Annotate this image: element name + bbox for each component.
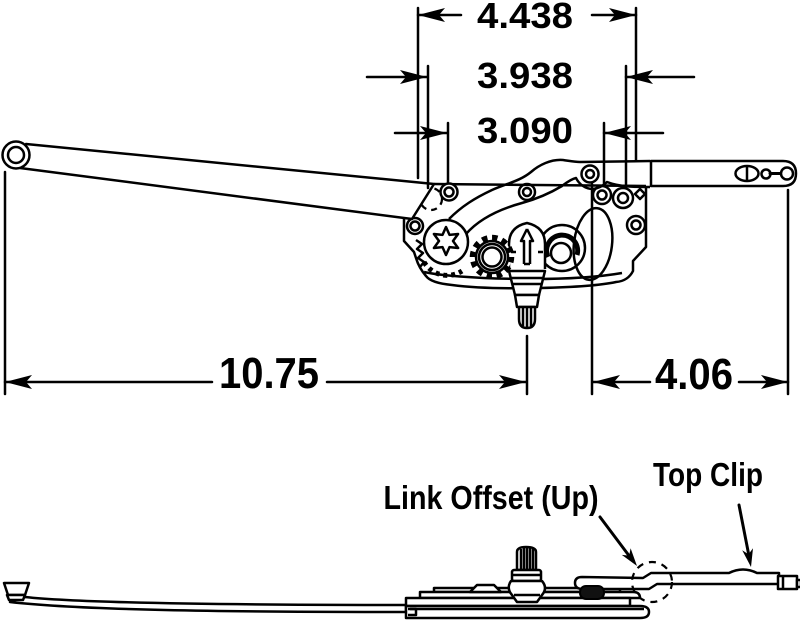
dim-value-3938: 3.938 <box>477 55 573 96</box>
callout-link-offset: Link Offset (Up) <box>384 479 637 566</box>
operator-arm <box>422 158 651 266</box>
arrowhead <box>5 375 32 389</box>
dim-value-406: 4.06 <box>655 350 733 399</box>
dim-value-3090: 3.090 <box>477 110 573 151</box>
housing-outline <box>402 186 648 290</box>
arrowhead <box>604 126 631 140</box>
side-view-operator: Link Offset (Up) Top Clip <box>2 456 800 620</box>
screw-hole-upper <box>439 182 459 202</box>
extension-lines-top <box>416 6 638 190</box>
link-end-fitting <box>776 574 800 591</box>
top-clip-label: Top Clip <box>653 456 763 493</box>
link-slot <box>734 164 760 183</box>
side-link-arm <box>573 568 800 600</box>
link-offset-label: Link Offset (Up) <box>384 479 599 516</box>
arrowhead <box>400 70 427 84</box>
mount-hole-left <box>405 216 425 236</box>
arm-pivot-hole <box>580 164 600 184</box>
arm-rivet-hole <box>517 182 537 202</box>
cam-groove-arc <box>544 232 581 259</box>
drive-shaft <box>507 269 547 330</box>
callout-arrowhead <box>742 548 753 567</box>
housing-diamond-notch <box>633 187 647 201</box>
dimension-3938: 3.938 <box>365 55 696 96</box>
extension-lines-bottom <box>3 170 790 396</box>
arrowhead <box>761 375 788 389</box>
top-view-operator <box>1 140 798 330</box>
dimension-406: 4.06 <box>591 350 790 399</box>
link-stud <box>760 166 795 181</box>
crank-arm-bar <box>18 142 436 221</box>
arm-hub <box>422 218 470 266</box>
dimension-1075: 10.75 <box>3 349 528 398</box>
side-spline-shaft <box>507 545 547 604</box>
arrowhead <box>626 70 653 84</box>
arm-bottom-edge <box>465 176 651 235</box>
link-arm-profile <box>573 568 781 591</box>
arrowhead <box>593 375 620 389</box>
arrowhead <box>420 126 447 140</box>
spline-star <box>432 225 460 257</box>
side-crank-handle <box>2 581 408 614</box>
crank-knob-outer <box>1 140 31 170</box>
dimension-4438: 4.438 <box>416 0 638 36</box>
arrowhead <box>609 8 636 22</box>
mount-bump <box>468 583 503 594</box>
dimension-3090: 3.090 <box>393 110 665 151</box>
mount-hole-b <box>611 186 635 210</box>
drive-gear <box>469 234 515 280</box>
dimension-lines: 4.438 3.938 3.090 10.75 4.06 <box>3 0 790 399</box>
dim-value-1075: 10.75 <box>219 349 319 398</box>
callout-top-clip: Top Clip <box>653 456 763 567</box>
link-bar <box>649 159 798 188</box>
housing-top-edge <box>433 182 647 188</box>
crank-knob-inner <box>6 145 26 165</box>
arrowhead <box>499 375 526 389</box>
link-offset-circle <box>630 560 674 604</box>
link-pivot-boss <box>579 585 605 600</box>
worm-slot <box>519 228 535 266</box>
arrowhead <box>418 8 445 22</box>
worm-bracket <box>507 221 547 269</box>
dim-value-4438: 4.438 <box>477 0 573 36</box>
callout-arrowhead <box>621 548 637 566</box>
crank-arm <box>1 140 436 221</box>
side-knob <box>2 581 31 597</box>
arm-top-edge <box>448 158 651 220</box>
mount-hole-c <box>625 214 647 236</box>
